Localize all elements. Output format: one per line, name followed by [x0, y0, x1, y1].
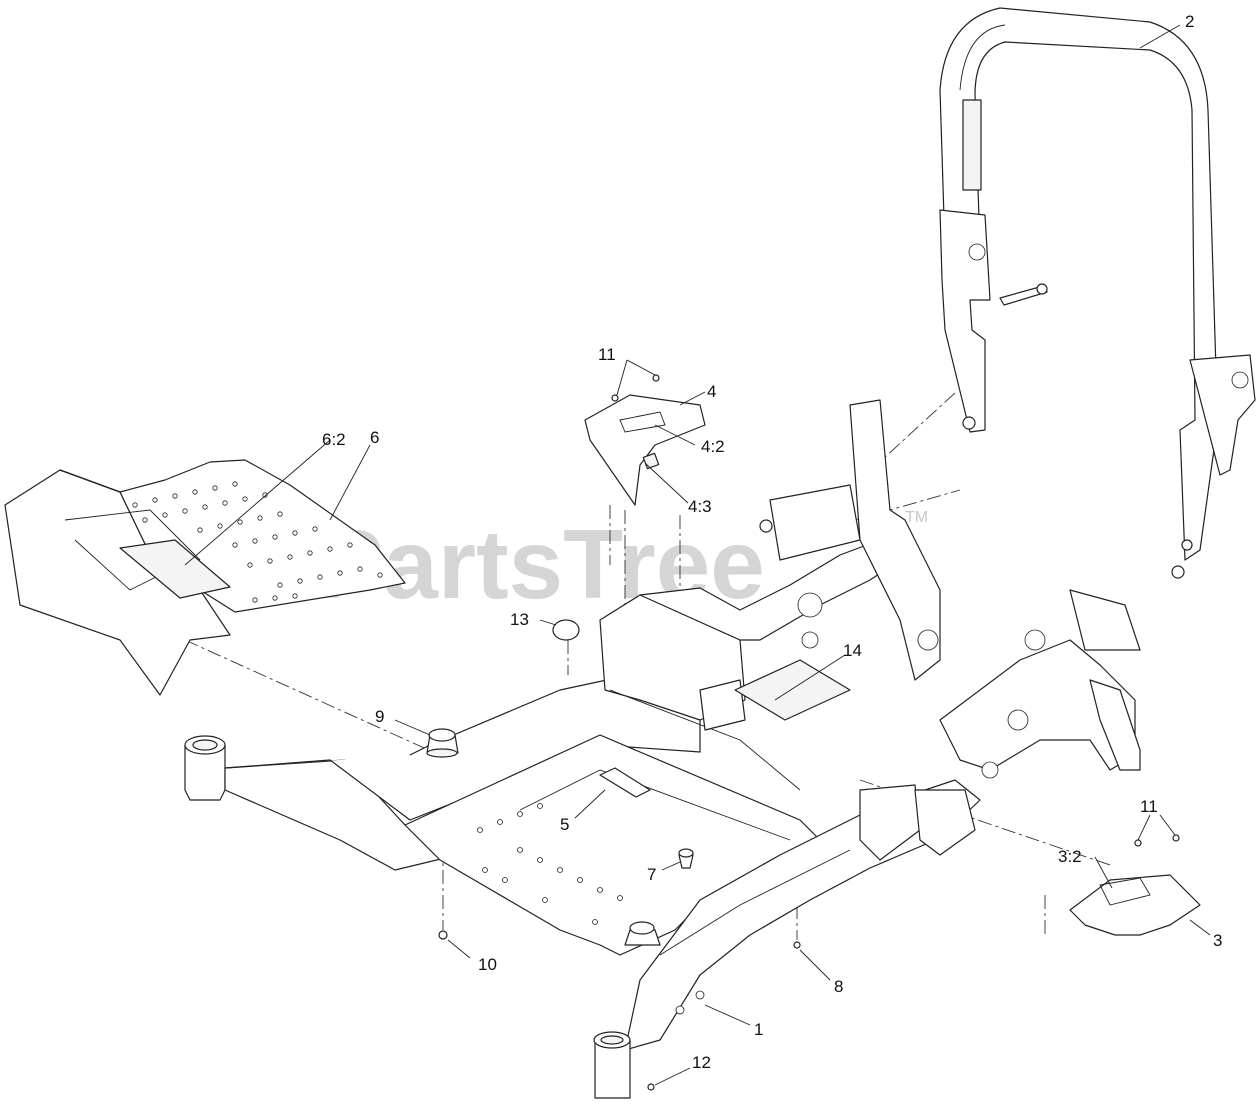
- callout-4: 4: [707, 382, 716, 401]
- frame-holes: [477, 803, 623, 925]
- nut-part-10: [438, 930, 448, 940]
- callout-14: 14: [843, 641, 862, 660]
- hardware: [426, 619, 801, 1091]
- callout-10: 10: [478, 955, 497, 974]
- cover-part-3: [1069, 834, 1201, 936]
- callout-6-2: 6:2: [322, 430, 346, 449]
- callout-8: 8: [834, 977, 843, 996]
- leader-lines: [184, 24, 1211, 1086]
- callout-6: 6: [370, 428, 379, 447]
- callout-3: 3: [1213, 931, 1222, 950]
- foot-platform-part-6: [4, 459, 406, 696]
- callout-5: 5: [560, 815, 569, 834]
- roll-bar-part-2: [759, 7, 1256, 579]
- callout-11-top: 11: [598, 345, 616, 364]
- pad-part-14: [734, 659, 851, 721]
- callout-11-right: 11: [1140, 797, 1158, 816]
- grommet-part-5: [599, 767, 651, 798]
- callout-labels: 2 11 4 4:2 4:3 6:2 6 13 14 9 5 7 10 8 1 …: [322, 12, 1222, 1072]
- callout-7: 7: [647, 865, 656, 884]
- callout-1: 1: [754, 1020, 763, 1039]
- deck-holes: [132, 481, 383, 603]
- watermark-trademark: TM: [905, 509, 928, 526]
- bracket-cover-part-4: [584, 374, 706, 506]
- nut-part-12: [647, 1083, 655, 1091]
- callout-4-3: 4:3: [688, 497, 712, 516]
- plug-part-13: [552, 619, 580, 641]
- callout-13: 13: [510, 610, 529, 629]
- callout-12: 12: [692, 1053, 711, 1072]
- main-frame-part-1: [184, 399, 1141, 1099]
- callout-9: 9: [375, 707, 384, 726]
- nut-part-8: [793, 941, 801, 949]
- callout-2: 2: [1185, 12, 1194, 31]
- callout-3-2: 3:2: [1058, 847, 1082, 866]
- callout-4-2: 4:2: [701, 437, 725, 456]
